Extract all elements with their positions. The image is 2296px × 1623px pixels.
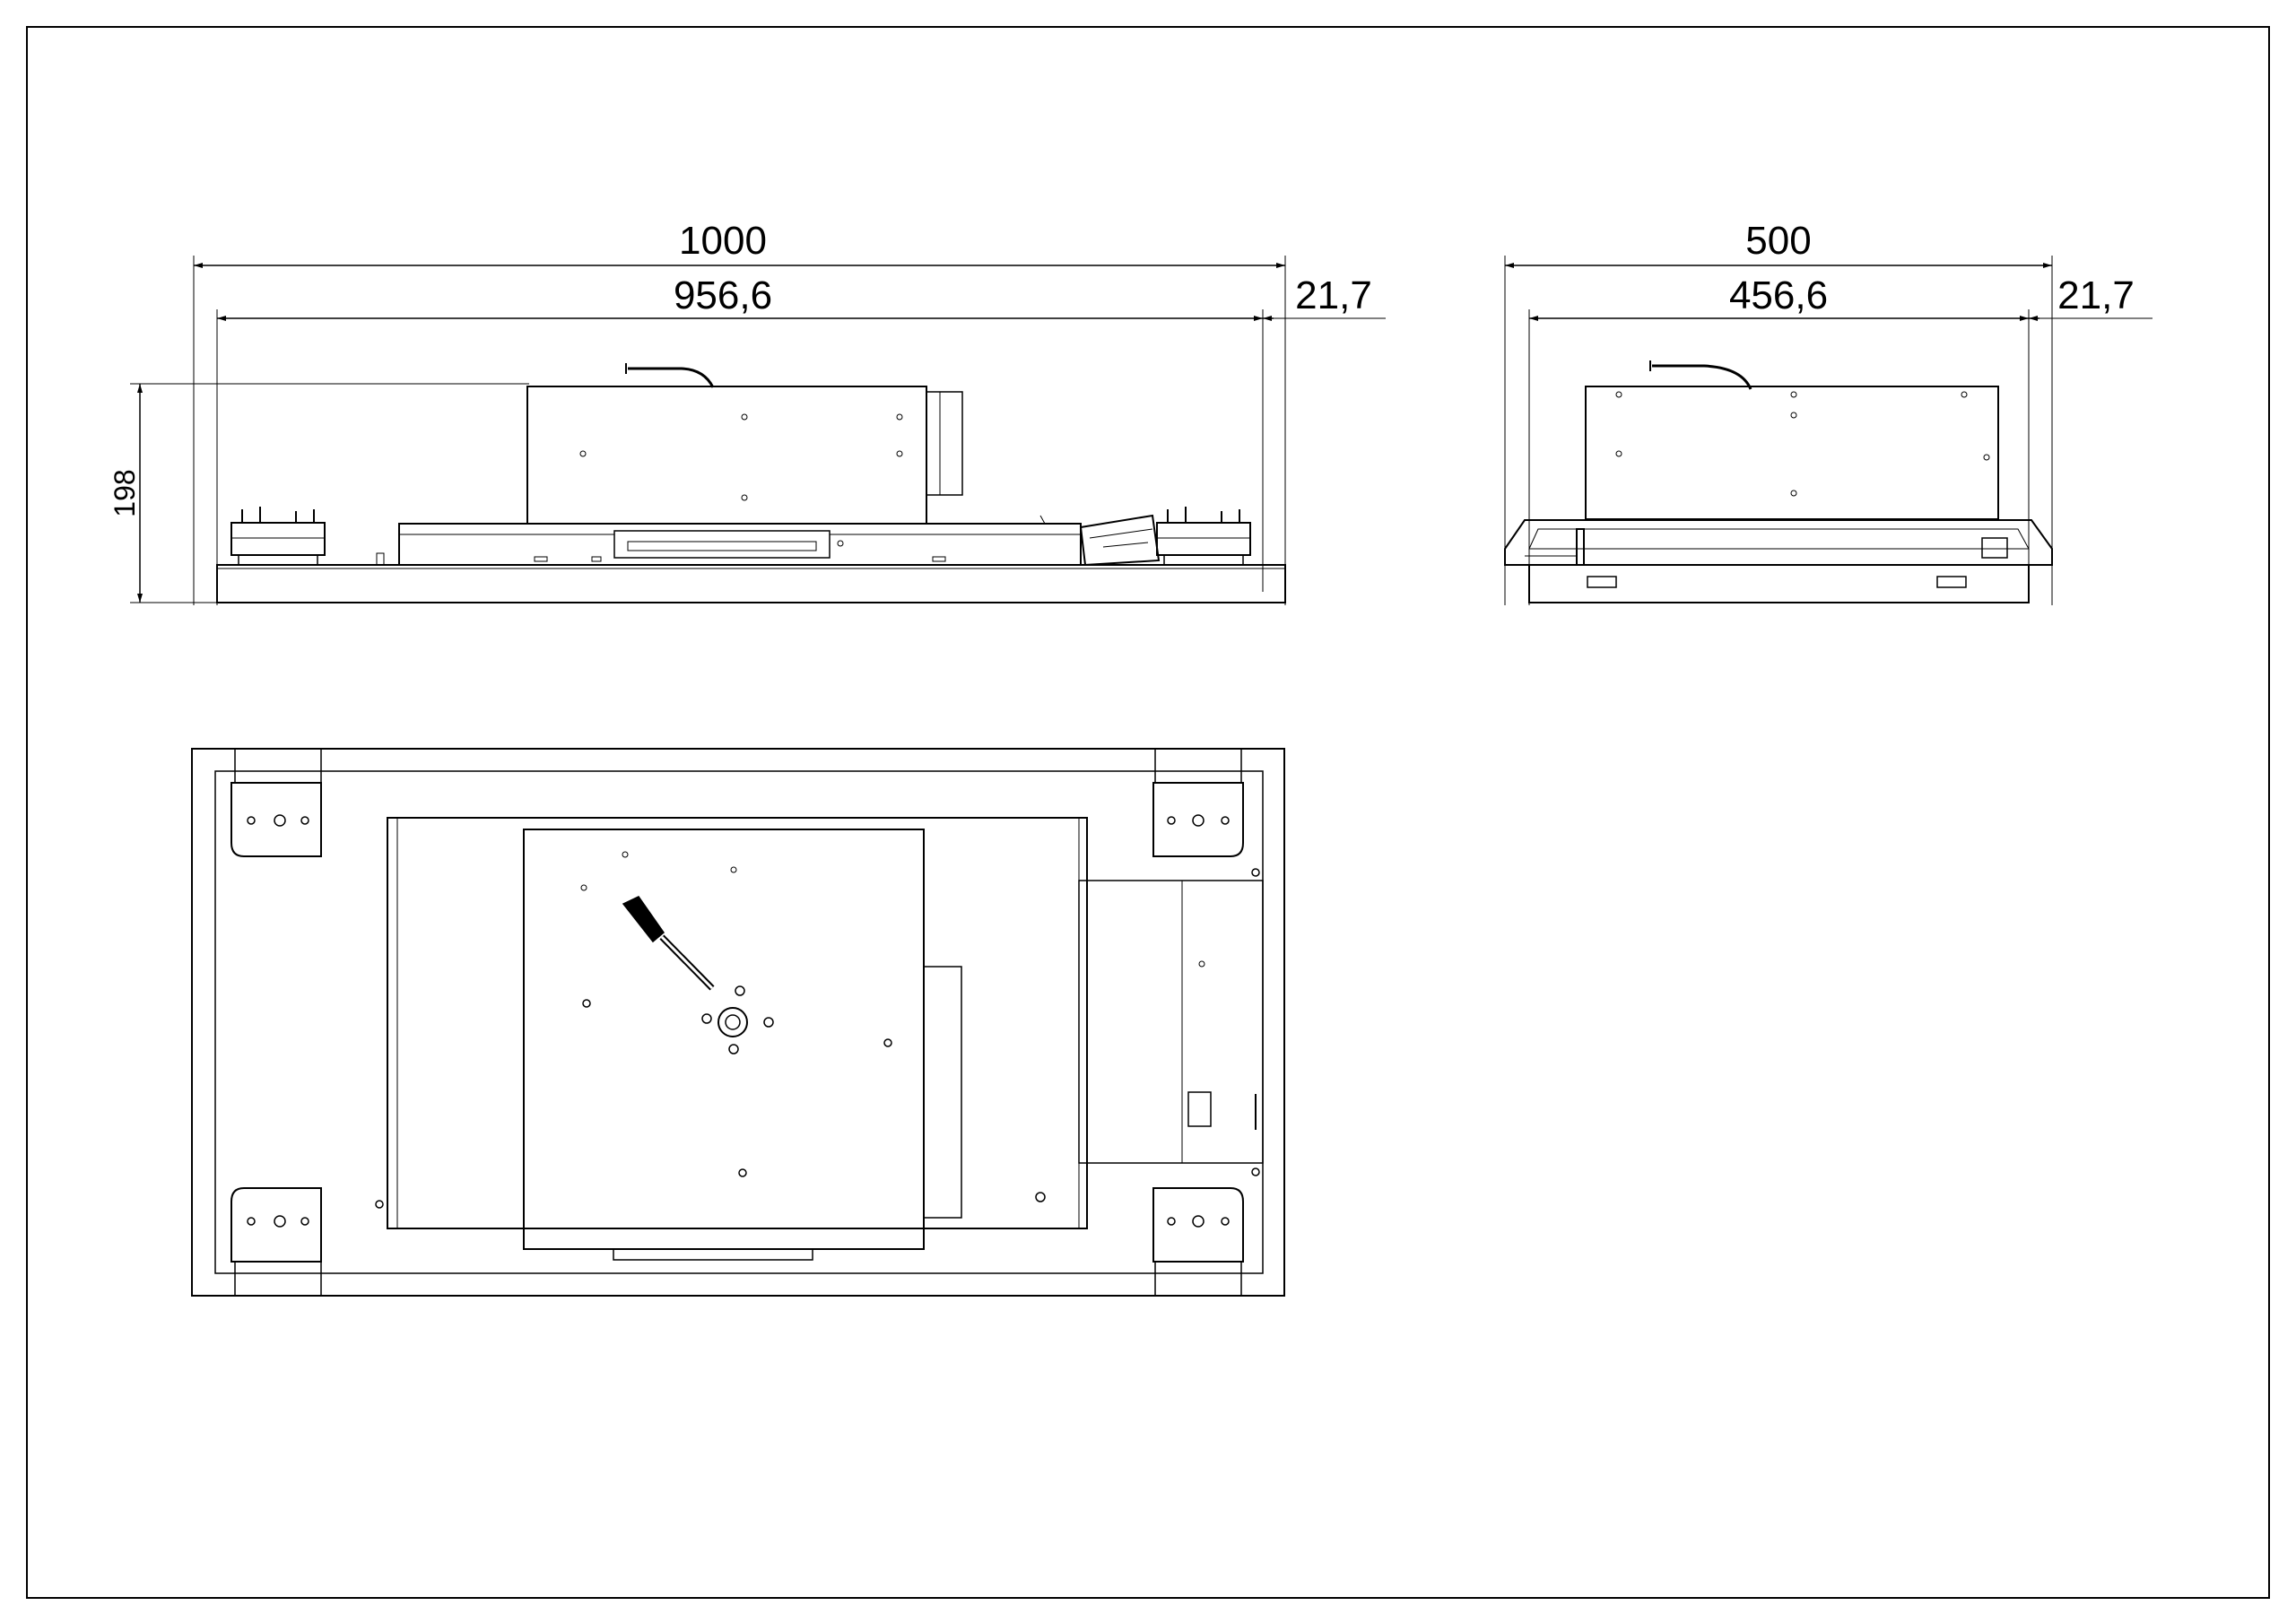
top-inner-plate: [387, 817, 1088, 1229]
top-corner-bracket-br: [1152, 1187, 1244, 1297]
side-dim-offset: 21,7: [2029, 273, 2152, 321]
front-view: 1000 956,6 21,7 198: [109, 219, 1386, 605]
top-outer-frame: [191, 748, 1285, 1297]
dim-overall-width: 1000: [193, 219, 1286, 605]
front-motor-housing: [526, 386, 927, 525]
side-view: 500 456,6 21,7: [1504, 219, 2152, 605]
front-cable: [628, 367, 715, 388]
dim-label-198: 198: [109, 469, 141, 516]
front-base-plate: [216, 564, 1286, 603]
side-dim-label-456: 456,6: [1729, 273, 1828, 317]
top-center-hub: [718, 1007, 748, 1037]
sheet-border: [26, 26, 2270, 1599]
top-corner-bracket-bl: [230, 1187, 322, 1297]
front-left-foot: [230, 507, 385, 566]
front-right-foot: [1079, 507, 1251, 567]
top-slider-extension: [1078, 880, 1264, 1164]
top-motor-square: [523, 829, 925, 1250]
dim-label-956: 956,6: [674, 273, 772, 317]
top-corner-bracket-tl: [230, 748, 322, 857]
top-view: [191, 748, 1285, 1297]
side-dim-overall-width: 500: [1504, 219, 2053, 605]
side-dim-label-21-7: 21,7: [2057, 273, 2135, 317]
dim-inner-width: 956,6: [216, 273, 1264, 605]
top-corner-bracket-tr: [1152, 748, 1244, 857]
top-cable: [622, 896, 715, 991]
front-slider-body: [398, 523, 1082, 566]
side-dim-label-500: 500: [1745, 219, 1811, 263]
side-dim-inner-width: 456,6: [1528, 273, 2030, 605]
side-motor-housing: [1585, 386, 1999, 520]
dim-side-offset: 21,7: [1263, 273, 1386, 321]
dim-label-1000: 1000: [679, 219, 767, 263]
dim-height: 198: [109, 383, 529, 603]
side-cable: [1652, 364, 1752, 390]
dim-label-21-7: 21,7: [1295, 273, 1372, 317]
side-body: [1504, 519, 2053, 566]
